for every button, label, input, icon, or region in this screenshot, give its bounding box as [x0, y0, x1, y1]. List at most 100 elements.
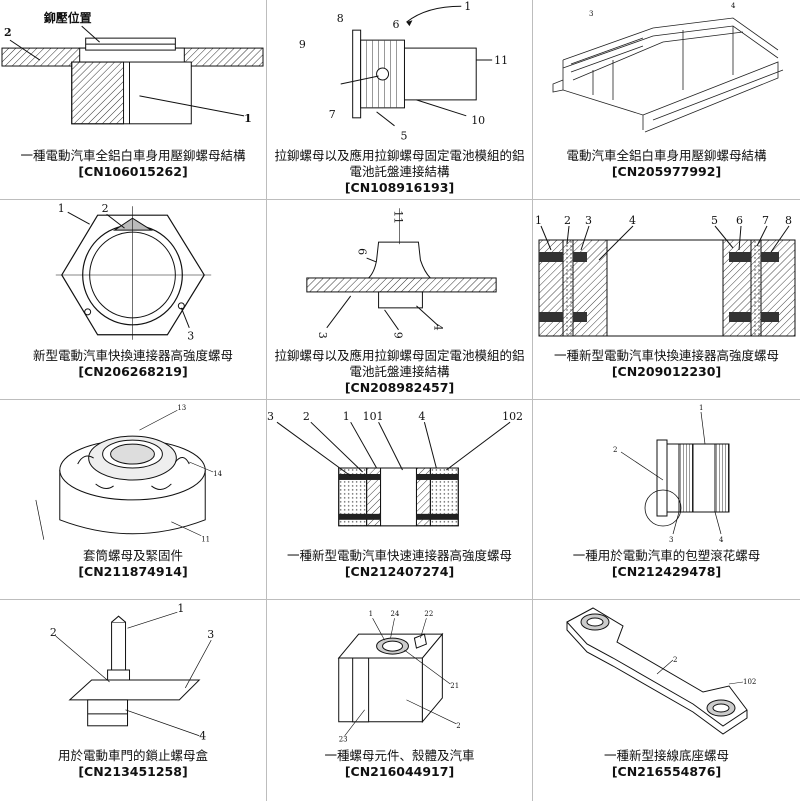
- svg-text:2: 2: [456, 722, 460, 730]
- svg-text:4: 4: [431, 324, 444, 331]
- patent-drawing-7: 13 14 11: [0, 400, 266, 543]
- patent-number: [CN213451258]: [4, 764, 262, 780]
- patent-drawing-6: 1 2 3 4 5 6 7 8: [533, 200, 800, 343]
- svg-text:6: 6: [736, 214, 743, 227]
- patent-card-7: 13 14 11 套筒螺母及緊固件 [CN211874914]: [0, 400, 267, 600]
- svg-text:3: 3: [316, 332, 329, 339]
- svg-text:1: 1: [343, 410, 350, 423]
- svg-text:1: 1: [244, 112, 252, 125]
- patent-number: [CN212429478]: [537, 564, 796, 580]
- knurled-nut-drawing: 1 2 3 4: [533, 400, 800, 543]
- patent-title: 套筒螺母及緊固件: [4, 548, 262, 564]
- patent-drawing-10: 1 2 3 4: [0, 600, 266, 743]
- patent-title: 一種螺母元件、殼體及汽車: [271, 748, 528, 764]
- patent-number: [CN216554876]: [537, 764, 796, 780]
- svg-text:11: 11: [494, 54, 508, 67]
- patent-card-6: 1 2 3 4 5 6 7 8 一種新型電動汽車快換連接器高強度螺母 [CN20…: [533, 200, 800, 400]
- locking-nut-box-drawing: 1 2 3 4: [0, 600, 266, 743]
- svg-text:3: 3: [669, 536, 673, 543]
- svg-text:2: 2: [613, 446, 617, 454]
- svg-text:2: 2: [564, 214, 571, 227]
- svg-text:3: 3: [589, 10, 593, 18]
- patent-title: 一種電動汽車全鋁白車身用壓鉚螺母結構: [4, 148, 262, 164]
- svg-text:4: 4: [418, 410, 425, 423]
- svg-text:13: 13: [177, 404, 186, 412]
- press-position-label: 鉚壓位置: [44, 10, 92, 25]
- patent-drawing-3: 3 4: [533, 0, 800, 143]
- svg-text:1: 1: [177, 602, 184, 615]
- patent-card-8: 3 2 1 101 4 102 一種新型電動汽車快速連接器高強度螺母 [CN21…: [267, 400, 533, 600]
- patent-title: 拉鉚螺母以及應用拉鉚螺母固定電池模組的鋁電池託盤連接結構: [271, 348, 528, 380]
- patent-number: [CN208982457]: [271, 380, 528, 396]
- patent-drawing-2: 1 5 6 7 8 9 10 11: [267, 0, 532, 143]
- svg-text:4: 4: [731, 2, 736, 10]
- patent-number: [CN108916193]: [271, 180, 528, 196]
- svg-text:5: 5: [400, 130, 407, 143]
- svg-text:22: 22: [424, 610, 433, 618]
- svg-text:23: 23: [339, 736, 348, 743]
- svg-text:11: 11: [201, 536, 210, 543]
- press-rivet-nut-drawing: 鉚壓位置 2 1: [0, 0, 266, 143]
- svg-text:6: 6: [356, 248, 369, 255]
- patent-number: [CN206268219]: [4, 364, 262, 380]
- svg-text:8: 8: [785, 214, 792, 227]
- svg-text:1: 1: [535, 214, 542, 227]
- patent-card-10: 1 2 3 4 用於電動車門的鎖止螺母盒 [CN213451258]: [0, 600, 267, 801]
- patent-card-12: 2 102 一種新型接線底座螺母 [CN216554876]: [533, 600, 800, 801]
- patent-card-11: 1 24 22 21 2 23 一種螺母元件、殼體及汽車 [CN21604491…: [267, 600, 533, 801]
- svg-text:1: 1: [58, 202, 65, 215]
- patent-drawing-1: 鉚壓位置 2 1: [0, 0, 266, 143]
- svg-text:21: 21: [450, 682, 459, 690]
- patent-title: 用於電動車門的鎖止螺母盒: [4, 748, 262, 764]
- svg-text:4: 4: [719, 536, 724, 543]
- svg-text:2: 2: [102, 202, 109, 215]
- svg-text:3: 3: [585, 214, 592, 227]
- patent-card-2: 1 5 6 7 8 9 10 11 拉鉚螺母以及應用拉鉚螺母固定電池模組的鋁電池…: [267, 0, 533, 200]
- terminal-base-nut-drawing: 2 102: [533, 600, 800, 743]
- patent-title: 電動汽車全鋁白車身用壓鉚螺母結構: [537, 148, 796, 164]
- patent-card-5: 11 6 3 9 4 拉鉚螺母以及應用拉鉚螺母固定電池模組的鋁電池託盤連接結構 …: [267, 200, 533, 400]
- patent-number: [CN209012230]: [537, 364, 796, 380]
- svg-text:11: 11: [392, 210, 405, 224]
- patent-title: 拉鉚螺母以及應用拉鉚螺母固定電池模組的鋁電池託盤連接結構: [271, 148, 528, 180]
- svg-text:1: 1: [699, 404, 703, 412]
- patent-card-3: 3 4 電動汽車全鋁白車身用壓鉚螺母結構 [CN205977992]: [533, 0, 800, 200]
- svg-text:7: 7: [762, 214, 769, 227]
- patent-drawing-9: 1 2 3 4: [533, 400, 800, 543]
- connector-nut-section-drawing: 1 2 3 4 5 6 7 8: [533, 200, 800, 343]
- svg-text:24: 24: [391, 610, 400, 618]
- svg-text:2: 2: [50, 626, 57, 639]
- nut-element-drawing: 1 24 22 21 2 23: [267, 600, 532, 743]
- patent-drawing-11: 1 24 22 21 2 23: [267, 600, 532, 743]
- patent-number: [CN211874914]: [4, 564, 262, 580]
- patent-drawing-5: 11 6 3 9 4: [267, 200, 532, 343]
- aluminium-body-frame-drawing: 3 4: [533, 0, 800, 143]
- patent-number: [CN216044917]: [271, 764, 528, 780]
- svg-text:6: 6: [393, 18, 400, 31]
- patent-number: [CN212407274]: [271, 564, 528, 580]
- svg-text:102: 102: [743, 678, 756, 686]
- svg-text:5: 5: [711, 214, 718, 227]
- patent-title: 一種新型電動汽車快換連接器高強度螺母: [537, 348, 796, 364]
- hex-nut-drawing: 1 2 3: [0, 200, 266, 343]
- svg-text:3: 3: [187, 330, 194, 343]
- svg-text:101: 101: [363, 410, 384, 423]
- svg-text:8: 8: [337, 12, 344, 25]
- patent-card-9: 1 2 3 4 一種用於電動汽車的包塑滾花螺母 [CN212429478]: [533, 400, 800, 600]
- pull-rivet-nut-drawing: 1 5 6 7 8 9 10 11: [267, 0, 532, 143]
- svg-text:102: 102: [502, 410, 523, 423]
- quick-connector-nut-section-drawing: 3 2 1 101 4 102: [267, 400, 532, 543]
- patent-drawing-4: 1 2 3: [0, 200, 266, 343]
- patent-card-4: 1 2 3 新型電動汽車快換連接器高強度螺母 [CN206268219]: [0, 200, 267, 400]
- svg-text:10: 10: [471, 114, 485, 127]
- patent-title: 一種新型電動汽車快速連接器高強度螺母: [271, 548, 528, 564]
- patent-number: [CN106015262]: [4, 164, 262, 180]
- patent-card-1: 鉚壓位置 2 1 一種電動汽車全鋁白車身用壓鉚螺母結構 [CN106015262…: [0, 0, 267, 200]
- svg-text:4: 4: [199, 730, 206, 743]
- patent-title: 一種新型接線底座螺母: [537, 748, 796, 764]
- patent-drawing-8: 3 2 1 101 4 102: [267, 400, 532, 543]
- svg-text:4: 4: [629, 214, 636, 227]
- svg-text:14: 14: [213, 470, 222, 478]
- svg-text:2: 2: [4, 26, 12, 39]
- svg-text:9: 9: [299, 38, 306, 51]
